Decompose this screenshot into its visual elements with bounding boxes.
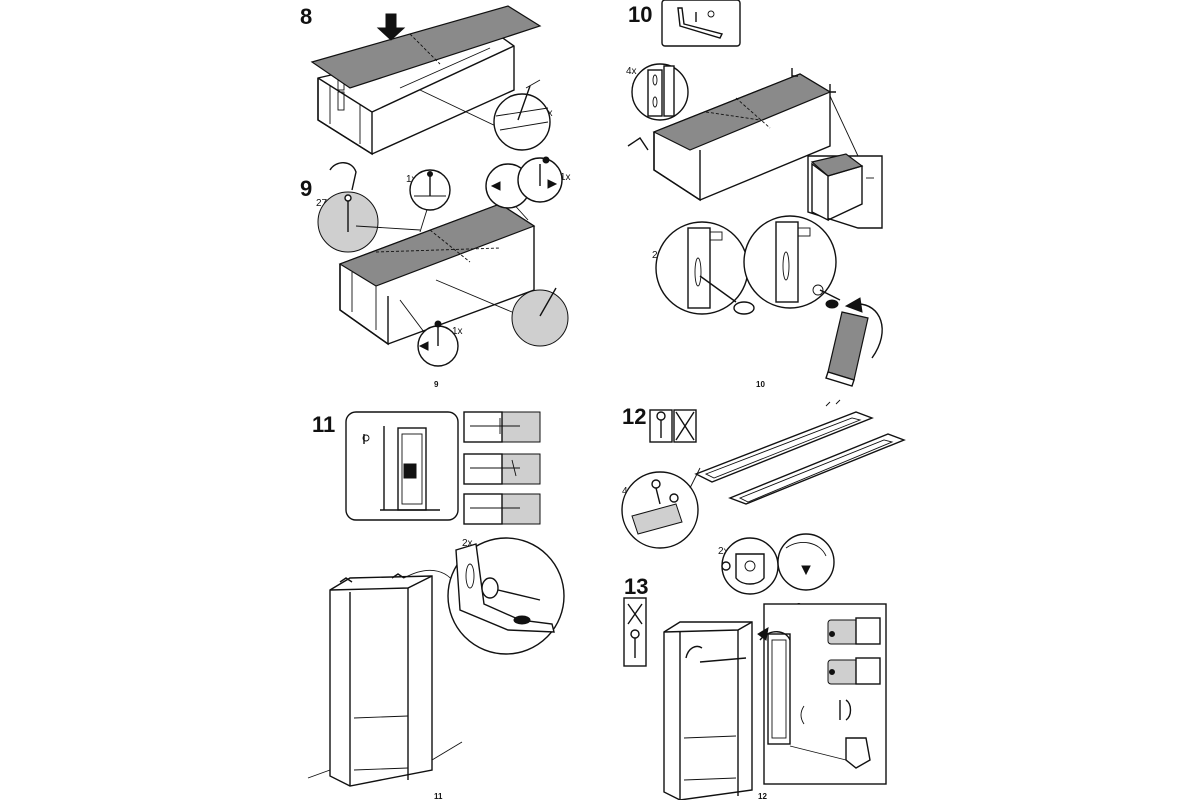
step-number-10: 10 xyxy=(628,2,653,27)
qty-step9-callout-b: 1x xyxy=(560,172,571,183)
step10-illustration xyxy=(627,0,883,387)
step8-illustration xyxy=(310,5,551,156)
step13-illustration xyxy=(623,597,887,800)
page-number-12: 12 xyxy=(758,792,767,801)
step12-illustration xyxy=(621,399,906,595)
step-number-11: 11 xyxy=(312,412,336,437)
step-number-8: 8 xyxy=(300,4,313,29)
step-number-9: 9 xyxy=(300,176,313,201)
step-number-13: 13 xyxy=(624,574,649,599)
qty-step10-brackets: 4x xyxy=(626,66,637,77)
qty-step12-rail: 2x xyxy=(718,546,729,557)
qty-step11-bracket: 2x xyxy=(462,538,473,549)
page-number-11: 11 xyxy=(434,792,443,801)
qty-step9-callout-a: 1x xyxy=(406,174,417,185)
step9-illustration xyxy=(317,156,569,367)
qty-step9-callout-c: 1x xyxy=(452,326,463,337)
page-number-9: 9 xyxy=(434,380,439,389)
step11-illustration xyxy=(307,411,565,787)
step-number-12: 12 xyxy=(622,404,647,429)
page-number-10: 10 xyxy=(756,380,765,389)
